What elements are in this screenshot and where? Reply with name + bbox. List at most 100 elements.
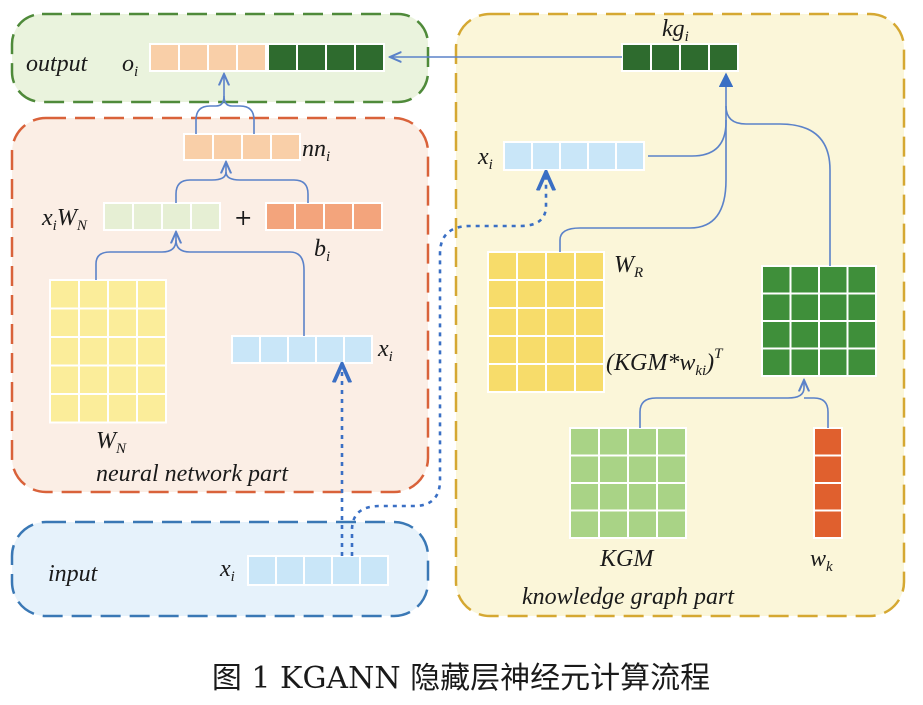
matrix-cell [107,336,138,367]
matrix-cell [545,307,576,337]
matrix-cell [761,265,792,295]
output-vector-dark-green [267,43,385,72]
matrix-cell [627,482,658,512]
matrix-cell [574,251,605,281]
matrix-cell [846,347,877,377]
matrix-cell [78,307,109,338]
matrix-cell [569,427,600,457]
matrix-cell [789,265,820,295]
connector-kgm-to-kgmw [639,380,804,428]
matrix-cell [487,279,518,309]
input-label: input [48,561,99,587]
matrix-cell [559,141,589,171]
matrix-cell [343,335,373,364]
matrix-cell [545,251,576,281]
xi-kg-vector [503,141,645,171]
matrix-cell [107,307,138,338]
matrix-cell [270,133,301,161]
matrix-cell [303,555,333,586]
matrix-cell [325,43,356,72]
matrix-cell [107,393,138,424]
connector-xi-to-xiwn [175,239,305,336]
matrix-cell [103,202,134,231]
matrix-cell [315,335,345,364]
matrix-cell [359,555,389,586]
xiwn-vector [103,202,221,231]
matrix-cell [818,347,849,377]
matrix-cell [545,363,576,393]
matrix-cell [656,509,687,539]
matrix-cell [287,335,317,364]
matrix-cell [183,133,214,161]
matrix-cell [136,336,167,367]
kgm-label: KGM [599,546,655,572]
matrix-cell [627,509,658,539]
matrix-cell [813,427,843,457]
xi-input-label: xi [219,556,235,585]
matrix-cell [627,427,658,457]
wn-matrix [49,279,167,424]
connector-nn-to-output-left [195,95,225,134]
matrix-cell [503,141,533,171]
matrix-cell [574,335,605,365]
kgmw-label: (KGM*wki)T [606,346,724,379]
matrix-cell [49,336,80,367]
matrix-cell [761,347,792,377]
matrix-cell [598,427,629,457]
xi-input-vector [247,555,389,586]
matrix-cell [107,364,138,395]
matrix-cell [190,202,221,231]
kg-vector [621,43,739,72]
matrix-cell [516,363,547,393]
matrix-cell [78,364,109,395]
connector-kgmw-to-kg [725,105,831,266]
matrix-cell [813,482,843,512]
matrix-cell [487,307,518,337]
bias-label: bi [314,236,330,265]
input-region [10,520,430,618]
matrix-cell [569,454,600,484]
matrix-cell [789,347,820,377]
matrix-cell [656,427,687,457]
matrix-cell [487,335,518,365]
matrix-cell [231,335,261,364]
matrix-cell [569,509,600,539]
connector-wk-to-kgmw [804,397,829,428]
matrix-cell [352,202,383,231]
matrix-cell [789,292,820,322]
figure-caption: 图 1 KGANN 隐藏层神经元计算流程 [212,661,710,696]
xi-nn-vector [231,335,373,364]
connector-wn-xi-to-xiwn [95,232,176,280]
matrix-cell [656,454,687,484]
matrix-cell [516,251,547,281]
matrix-cell [49,307,80,338]
matrix-cell [161,202,192,231]
kgmw-matrix [761,265,877,377]
matrix-cell [813,509,843,539]
matrix-cell [587,141,617,171]
matrix-cell [598,509,629,539]
matrix-cell [761,292,792,322]
wk-vector [813,427,843,539]
matrix-cell [207,43,238,72]
matrix-cell [241,133,272,161]
matrix-cell [574,307,605,337]
matrix-cell [598,454,629,484]
nn-label: nni [302,136,330,165]
matrix-cell [708,43,739,72]
matrix-cell [149,43,180,72]
matrix-cell [545,335,576,365]
matrix-cell [136,393,167,424]
output-label: output [26,51,89,77]
matrix-cell [78,336,109,367]
output-symbol: oi [122,51,138,80]
output-vector-peach [149,43,267,72]
knowledge-graph-part-label: knowledge graph part [522,584,735,610]
matrix-cell [531,141,561,171]
wk-label: wk [810,546,833,575]
matrix-cell [107,279,138,310]
matrix-cell [487,363,518,393]
matrix-cell [247,555,277,586]
matrix-cell [487,251,518,281]
